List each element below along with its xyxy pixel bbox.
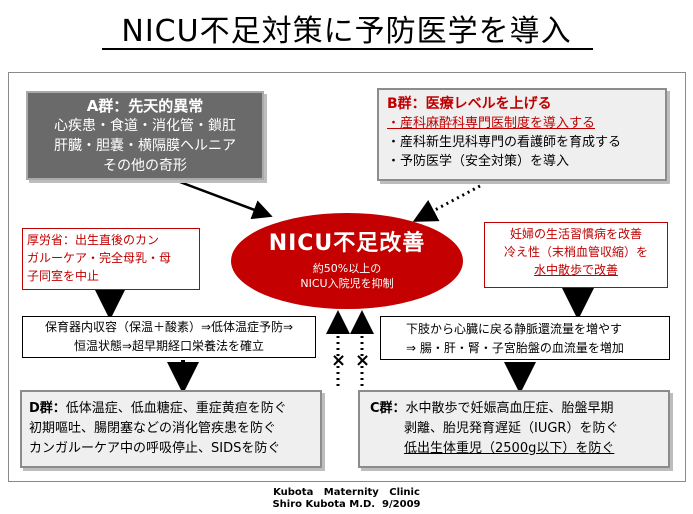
right-note-line: 妊婦の生活習慣病を改善: [509, 227, 642, 241]
group-c-line: 剥離、胎児発育遅延（IUGR）を防ぐ: [404, 421, 619, 436]
group-b-line: ・産科麻酔科専門医制度を導入する: [387, 116, 596, 131]
right-note-line: 冷え性（末梢血管収縮）を: [503, 245, 648, 259]
left-note-line: 厚労省：出生直後のカン: [27, 233, 160, 247]
group-b-box: B群：医療レベルを上げる ・産科麻酔科専門医制度を導入する ・産科新生児科専門の…: [377, 88, 667, 181]
arrow-b-to-center: [412, 184, 481, 222]
group-a-line: 肝臓・胆嚢・横隔膜ヘルニア: [54, 138, 236, 154]
group-a-line: 心疾患・食道・消化管・鎖肛: [54, 118, 236, 134]
right-note-box: 妊婦の生活習慣病を改善 冷え性（末梢血管収縮）を 水中散歩で改善: [484, 222, 668, 288]
group-b-line: ・産科新生児科専門の看護師を育成する: [387, 135, 622, 150]
middle-right-line: ⇒ 腸・肝・腎・子宮胎盤の血流量を増加: [406, 341, 624, 355]
group-d-label: D群：: [29, 401, 66, 416]
group-a-header: A群：先天的異常: [86, 97, 204, 115]
group-d-line: 低体温症、低血糖症、重症黄疸を防ぐ: [65, 401, 287, 416]
center-ellipse: NICU不足改善 約50%以上の NICU入院児を抑制: [231, 213, 463, 309]
credit-author: Shiro Kubota M.D. 9/2009: [272, 499, 421, 510]
group-d-line: 初期嘔吐、腸閉塞などの消化管疾患を防ぐ: [29, 421, 277, 436]
group-b-header: B群：医療レベルを上げる: [387, 96, 552, 112]
credit-clinic: Kubota Maternity Clinic: [273, 487, 420, 498]
group-a-box: A群：先天的異常 心疾患・食道・消化管・鎖肛 肝臓・胆嚢・横隔膜ヘルニア その他…: [26, 91, 264, 180]
blocked-mark-left: ×: [331, 350, 346, 371]
arrow-a-to-center: [179, 180, 273, 220]
middle-left-line: 恒温状態⇒超早期経口栄養法を確立: [73, 339, 265, 353]
center-sub-line: NICU入院児を抑制: [300, 277, 394, 290]
group-b-line: ・予防医学（安全対策）を導入: [387, 154, 570, 169]
center-title: NICU不足改善: [268, 231, 426, 256]
group-a-line: その他の奇形: [103, 158, 187, 174]
page-title: NICU不足対策に予防医学を導入: [121, 14, 572, 49]
group-c-line: 低出生体重児（2500g以下）を防ぐ: [404, 441, 615, 456]
left-note-line: ガルーケア・完全母乳・母: [27, 251, 172, 265]
right-note-line: 水中散歩で改善: [533, 263, 618, 277]
group-c-line: 水中散歩で妊娠高血圧症、胎盤早期: [405, 401, 614, 416]
middle-right-box: 下肢から心臓に戻る静脈還流量を増やす ⇒ 腸・肝・腎・子宮胎盤の血流量を増加: [380, 316, 670, 360]
middle-right-line: 下肢から心臓に戻る静脈還流量を増やす: [406, 322, 623, 336]
credit-block: Kubota Maternity Clinic Shiro Kubota M.D…: [0, 487, 693, 511]
middle-left-box: 保育器内収容（保温＋酸素）⇒低体温症予防⇒ 恒温状態⇒超早期経口栄養法を確立: [22, 316, 316, 358]
group-c-label: C群：: [370, 401, 406, 416]
left-note-line: 子同室を中止: [27, 269, 100, 283]
title-underline: [102, 48, 593, 50]
center-sub-line: 約50%以上の: [312, 262, 382, 275]
blocked-mark-right: ×: [355, 350, 370, 371]
diagram-frame: [8, 72, 686, 482]
group-d-box: D群：低体温症、低血糖症、重症黄疸を防ぐ 初期嘔吐、腸閉塞などの消化管疾患を防ぐ…: [20, 390, 322, 468]
middle-left-line: 保育器内収容（保温＋酸素）⇒低体温症予防⇒: [44, 320, 294, 334]
group-c-box: C群：水中散歩で妊娠高血圧症、胎盤早期 剥離、胎児発育遅延（IUGR）を防ぐ 低…: [358, 390, 670, 468]
left-note-box: 厚労省：出生直後のカン ガルーケア・完全母乳・母 子同室を中止: [22, 228, 200, 290]
group-d-line: カンガルーケア中の呼吸停止、SIDSを防ぐ: [29, 441, 281, 456]
